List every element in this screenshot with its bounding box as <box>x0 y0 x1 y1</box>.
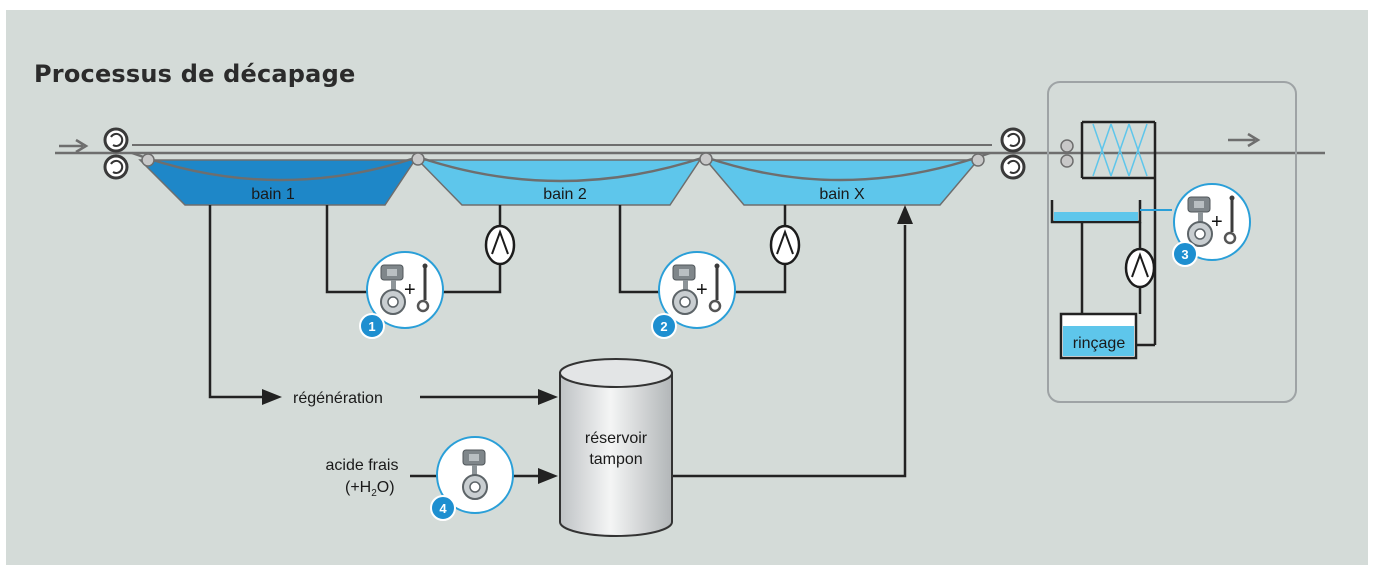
measuring-point-badge-3: 3 <box>1172 241 1198 267</box>
guide-roller <box>141 153 155 167</box>
bath-1 <box>138 159 417 206</box>
exit-roller-bottom <box>1000 154 1026 180</box>
pump-icon <box>1124 247 1156 289</box>
guide-roller <box>699 152 713 166</box>
buffer-tank-label-2: tampon <box>589 451 642 468</box>
rinse-section-frame <box>1047 81 1297 403</box>
fresh-acid-label: acide frais <box>326 457 399 474</box>
svg-text:2: 2 <box>660 319 667 334</box>
exit-roller-top <box>1000 127 1026 153</box>
bath-1-outlet-pipe <box>325 205 368 294</box>
rinse-tank-label: rinçage <box>1073 335 1126 352</box>
measuring-point-badge-2: 2 <box>651 313 677 339</box>
svg-text:1: 1 <box>368 319 375 334</box>
guide-roller <box>1060 139 1074 153</box>
rinse-tank <box>1059 312 1138 360</box>
strip-outlet-arrow <box>1228 132 1261 148</box>
return-arrow <box>897 205 913 224</box>
bath-2-outlet-pipe <box>618 205 660 294</box>
guide-roller <box>971 153 985 167</box>
bath-2-return-pipe <box>734 262 787 294</box>
diagram-title: Processus de décapage <box>34 60 356 88</box>
entry-roller-bottom <box>103 154 129 180</box>
bath-x <box>704 159 980 206</box>
bath-2-label: bain 2 <box>543 186 587 203</box>
guide-roller <box>1060 154 1074 168</box>
svg-text:4: 4 <box>439 501 447 516</box>
regeneration-pipe <box>208 205 268 399</box>
buffer-tank <box>559 358 673 537</box>
bath-x-label: bain X <box>819 186 865 203</box>
svg-text:3: 3 <box>1181 247 1188 262</box>
fresh-acid-water-label: (+H2O) <box>345 479 395 499</box>
buffer-return-pipe <box>672 225 907 478</box>
buffer-tank-label-1: réservoir <box>585 430 648 447</box>
measuring-point-badge-1: 1 <box>359 313 385 339</box>
spray-nozzles <box>1080 120 1157 345</box>
pump-icon <box>484 224 516 266</box>
measuring-point-badge-4: 4 <box>430 495 456 521</box>
bath-2 <box>416 159 702 206</box>
pump-icon <box>769 224 801 266</box>
bath-1-return-pipe <box>440 262 502 294</box>
entry-roller-top <box>103 127 129 153</box>
regeneration-label: régénération <box>293 390 383 407</box>
bath-1-label: bain 1 <box>251 186 295 203</box>
guide-roller <box>411 152 425 166</box>
strip-inlet-arrow <box>59 138 89 154</box>
